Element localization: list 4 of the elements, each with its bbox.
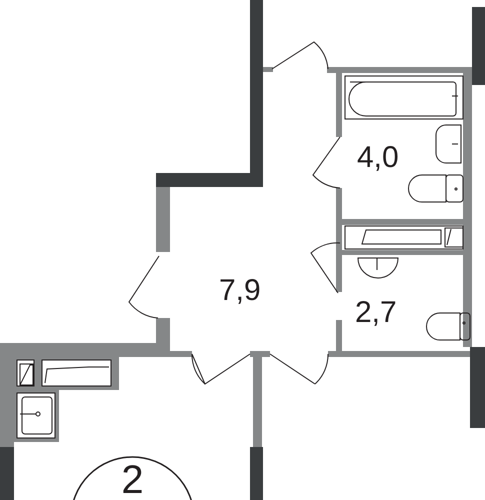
- room-area-label: 4,0: [357, 143, 399, 173]
- room-area-label: 7,9: [219, 276, 261, 306]
- room-count-number: 2: [120, 460, 145, 500]
- room-area-label: 2,7: [355, 298, 397, 328]
